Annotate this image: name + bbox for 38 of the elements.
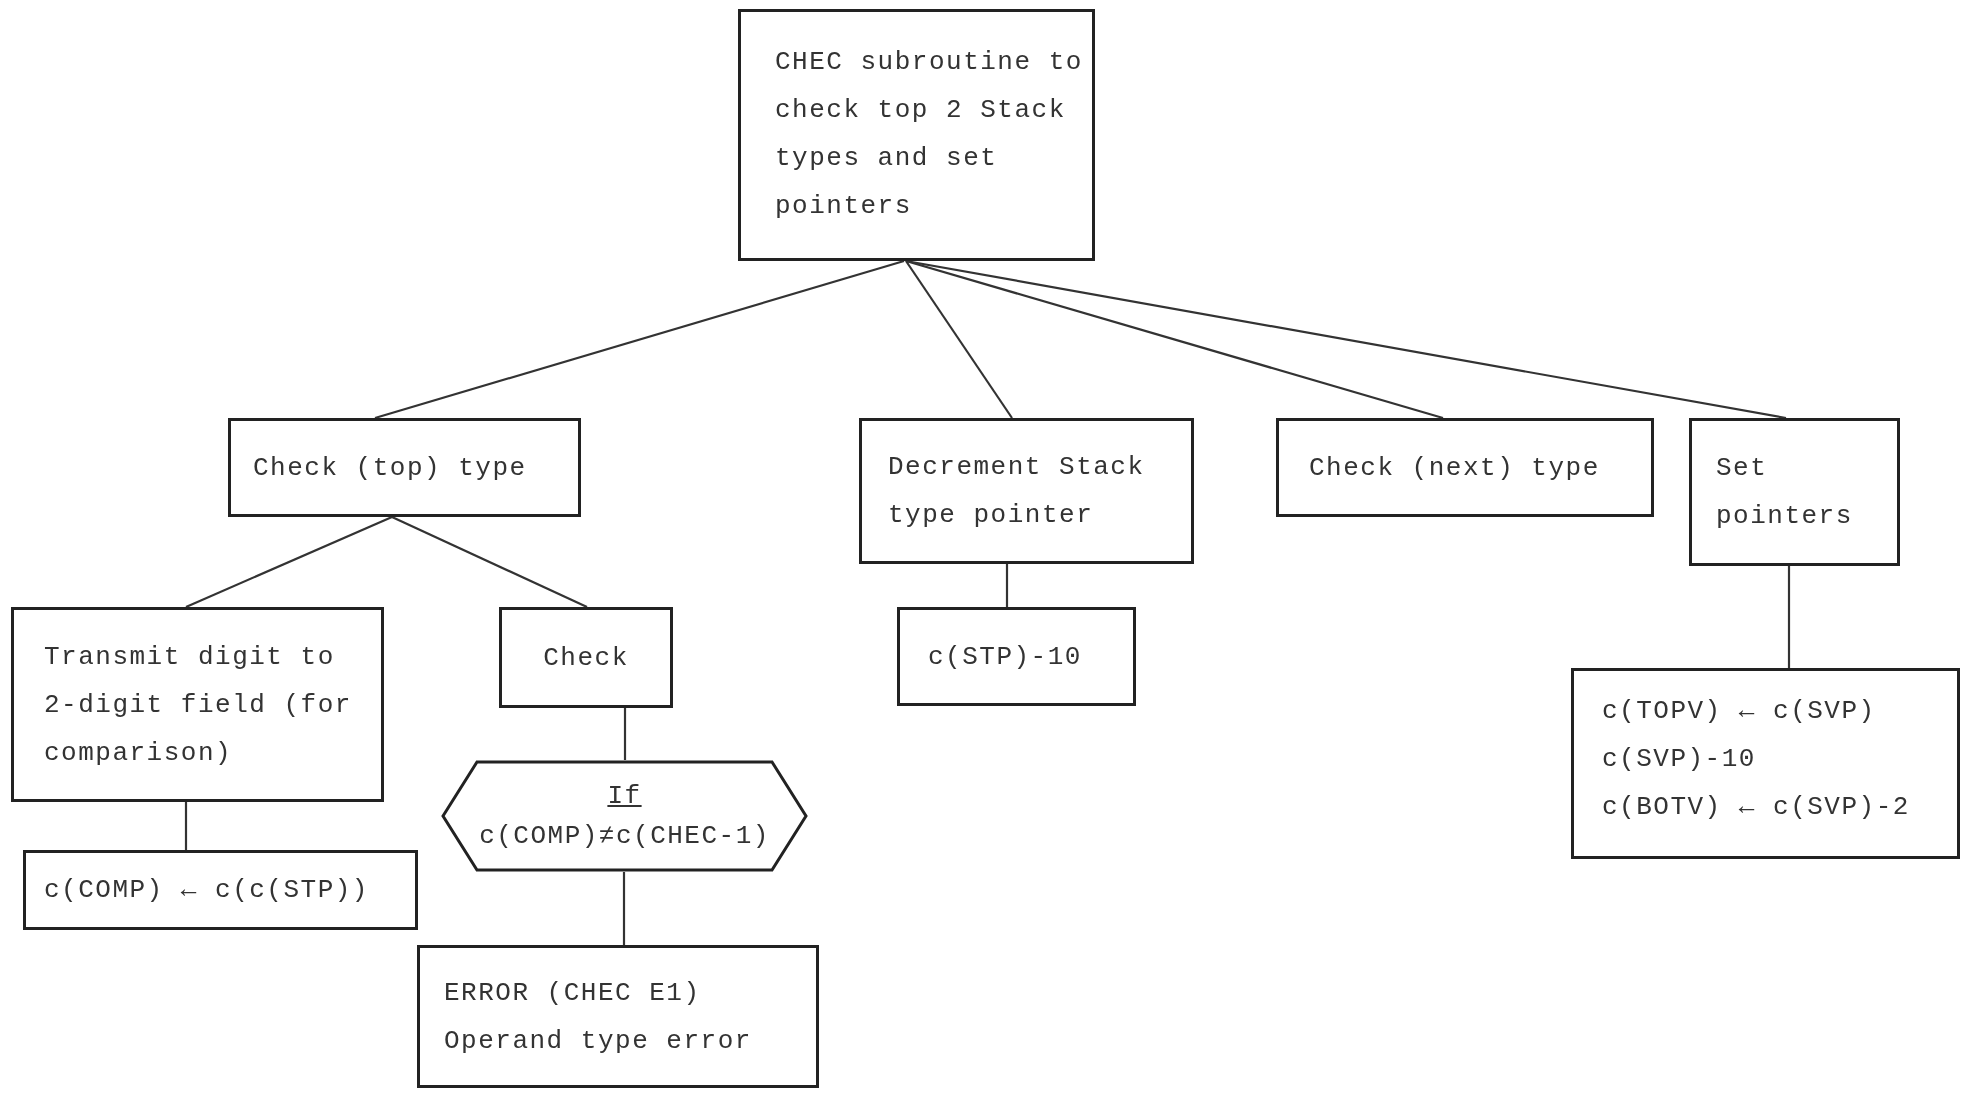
box-text: Decrement Stack type pointer xyxy=(888,451,1146,532)
process-box xyxy=(738,9,1095,261)
process-box xyxy=(11,607,384,802)
condition-text: c(COMP)≠c(CHEC-1) xyxy=(478,820,771,853)
connector-line xyxy=(374,259,905,420)
process-box xyxy=(1689,418,1900,566)
connector-line xyxy=(1787,566,1791,668)
process-box xyxy=(417,945,819,1088)
process-box xyxy=(859,418,1194,564)
connector-line xyxy=(905,260,1013,419)
decision-hexagon xyxy=(441,760,808,872)
process-box xyxy=(1571,668,1960,859)
box-text: Transmit digit to 2-digit field (for comparison) xyxy=(44,640,353,770)
connector-line xyxy=(905,259,1444,420)
process-box xyxy=(228,418,581,517)
process-box xyxy=(1276,418,1654,517)
process-box xyxy=(499,607,673,708)
connector-line xyxy=(622,872,626,945)
box-text: c(TOPV) ← c(SVP) xyxy=(1602,695,1877,728)
connector-line xyxy=(1005,564,1009,607)
process-box xyxy=(897,607,1136,706)
connector-line xyxy=(905,259,1787,420)
box-text: c(COMP) ← c(c(STP)) xyxy=(44,874,370,907)
connector-line xyxy=(623,708,627,760)
connector-line xyxy=(185,516,393,608)
box-text: Check (next) type xyxy=(1309,451,1601,485)
box-text: c(SVP)-10 xyxy=(1602,743,1757,776)
box-text: ERROR (CHEC E1) Operand type error xyxy=(444,976,753,1058)
box-text: Check xyxy=(542,641,630,675)
box-text: c(STP)-10 xyxy=(928,640,1083,674)
box-text: c(BOTV) ← c(SVP)-2 xyxy=(1602,791,1911,824)
process-box xyxy=(23,850,418,930)
box-text: Check (top) type xyxy=(253,451,528,485)
box-text: CHEC subroutine to check top 2 Stack types and set pointers xyxy=(775,46,1084,223)
connector-line xyxy=(391,516,588,608)
connector-line xyxy=(184,802,188,850)
condition-keyword: If xyxy=(606,780,643,813)
box-text: Set pointers xyxy=(1716,452,1854,533)
